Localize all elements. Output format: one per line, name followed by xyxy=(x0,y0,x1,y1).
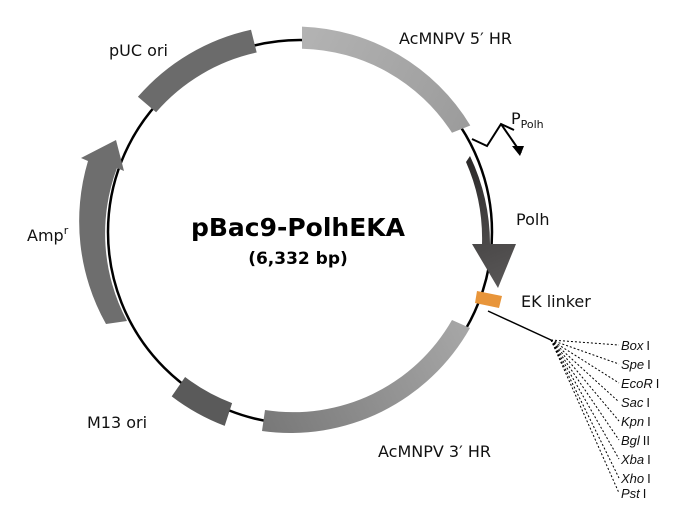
ek-linker-block xyxy=(475,291,502,308)
acmnpv-5-hr-label: AcMNPV 5′ HR xyxy=(399,29,512,48)
plasmid-size: (6,332 bp) xyxy=(248,249,348,269)
plasmid-name: pBac9-PolhEKA xyxy=(191,213,406,242)
ampr-arrow xyxy=(79,140,127,324)
acmnpv-3-hr-segment xyxy=(262,320,470,433)
promoter-label: PPolh xyxy=(511,109,544,131)
ampr-label-sup: r xyxy=(64,224,69,237)
polh-arrow xyxy=(466,156,516,288)
ek-linker-label: EK linker xyxy=(521,292,591,311)
promoter-symbol xyxy=(471,122,522,154)
mcs-lines xyxy=(487,310,620,494)
ampr-label: Ampr xyxy=(27,224,69,245)
m13-ori-label: M13 ori xyxy=(87,413,147,432)
acmnpv-5-hr-segment xyxy=(302,26,471,133)
m13-ori-segment xyxy=(171,377,233,426)
ampr-label-main: Amp xyxy=(27,226,64,245)
promoter-label-main: P xyxy=(511,109,521,128)
promoter-arrowhead xyxy=(512,146,524,156)
acmnpv-3-hr-label: AcMNPV 3′ HR xyxy=(378,442,491,461)
promoter-label-sub: Polh xyxy=(521,118,544,131)
puc-ori-label: pUC ori xyxy=(109,41,168,60)
puc-ori-segment xyxy=(137,29,257,113)
polh-label: Polh xyxy=(516,210,549,229)
